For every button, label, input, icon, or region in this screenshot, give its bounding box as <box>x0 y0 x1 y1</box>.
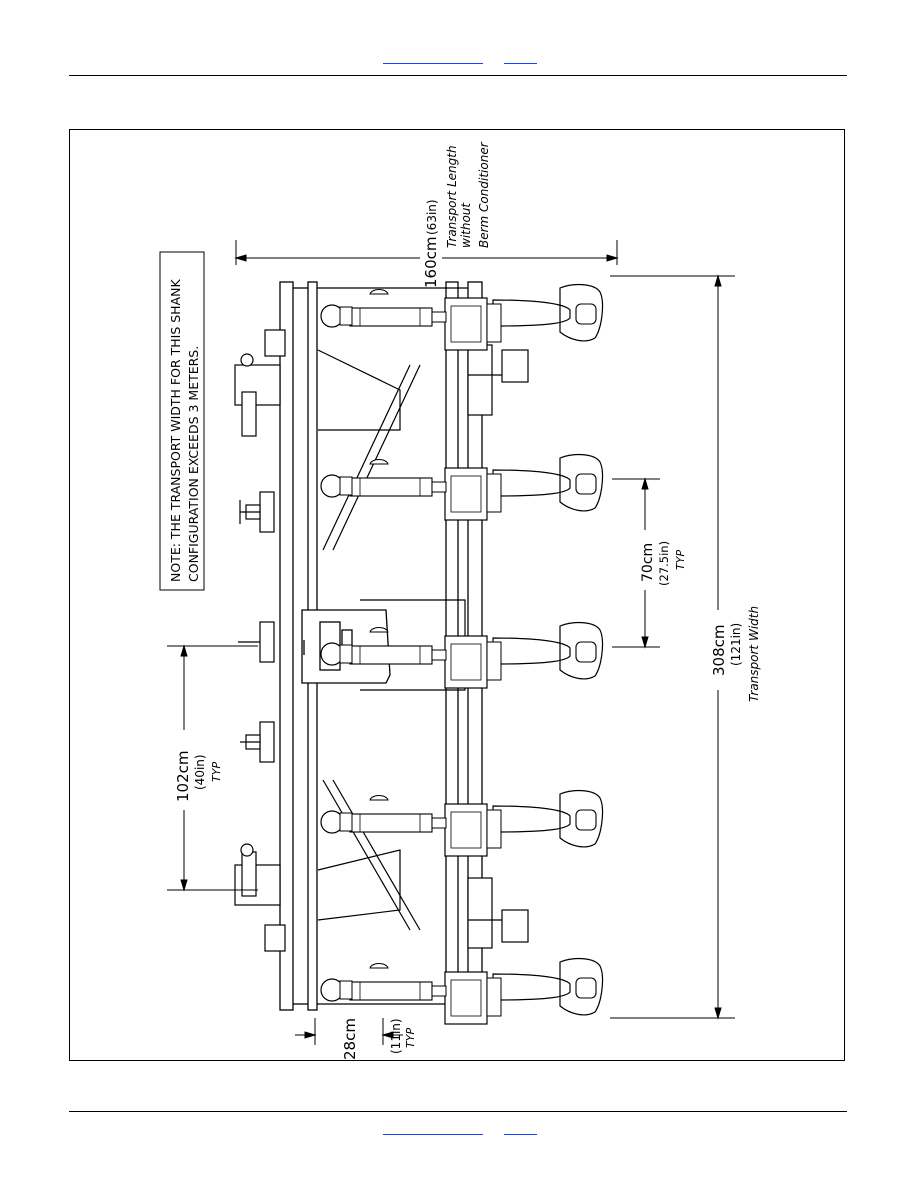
transport-width-imperial: (121in) <box>729 623 743 666</box>
dimension-transport-width <box>610 274 735 1020</box>
footer-link-next[interactable] <box>504 1124 537 1135</box>
frame-offset-note: TYP <box>404 1028 417 1048</box>
mount-spacing-imperial: (40in) <box>193 754 207 790</box>
gauge-wheels <box>467 344 529 949</box>
transport-length-desc-3: Berm Conditioner <box>477 141 491 248</box>
dimension-transport-length <box>234 240 619 265</box>
footer-rule <box>69 1111 847 1112</box>
implement-top-view-drawing: NOTE: THE TRANSPORT WIDTH FOR THIS SHANK… <box>159 141 761 1060</box>
dimension-frame-offset <box>295 1018 403 1045</box>
frame-offset-value: 28cm <box>341 1018 359 1060</box>
transport-length-value: 160cm <box>422 237 440 289</box>
transport-note: NOTE: THE TRANSPORT WIDTH FOR THIS SHANK… <box>159 251 205 591</box>
mount-spacing-value: 102cm <box>174 751 192 803</box>
transport-width-desc: Transport Width <box>747 606 761 702</box>
dimension-mount-spacing <box>167 644 258 892</box>
shank-assemblies <box>320 283 604 1025</box>
shank-4 <box>320 789 604 857</box>
frame-offset-imperial: (11in) <box>389 1018 403 1054</box>
hitch-mounts <box>234 329 286 952</box>
shank-spacing-value: 70cm <box>640 543 656 582</box>
header-link-next[interactable] <box>504 53 537 64</box>
shank-spacing-note: TYP <box>674 550 687 570</box>
figure-frame: NOTE: THE TRANSPORT WIDTH FOR THIS SHANK… <box>69 129 845 1061</box>
note-line-2: CONFIGURATION EXCEEDS 3 METERS. <box>186 346 201 582</box>
transport-width-value: 308cm <box>710 625 728 677</box>
note-line-1: NOTE: THE TRANSPORT WIDTH FOR THIS SHANK <box>168 279 183 582</box>
dimension-shank-spacing <box>612 477 660 649</box>
shank-1 <box>320 283 604 351</box>
transport-length-desc-1: Transport Length <box>445 145 459 248</box>
transport-length-desc-2: without <box>459 202 473 248</box>
transport-length-imperial: (63in) <box>425 199 439 235</box>
mount-spacing-note: TYP <box>210 762 223 782</box>
shank-spacing-imperial: (27.5in) <box>657 541 671 586</box>
header-rule <box>69 75 847 76</box>
header-link-prev[interactable] <box>383 53 483 64</box>
footer-link-prev[interactable] <box>383 1124 483 1135</box>
shank-5 <box>320 957 604 1025</box>
